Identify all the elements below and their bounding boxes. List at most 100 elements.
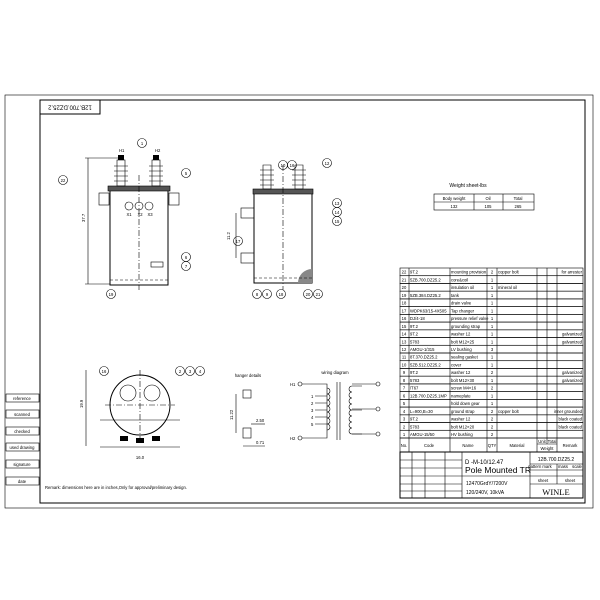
tap-label: 4 [311, 415, 314, 420]
hanger-dim-b: 2.50 [256, 418, 265, 423]
cell-name: bolt M12×30 [451, 378, 475, 383]
cell-code: AMGU-15/50 [410, 432, 435, 437]
col-header-material: Material [510, 443, 525, 448]
cell-code: 5783 [410, 339, 420, 344]
side-labels: reference scanned checked used drawing s… [5, 393, 40, 486]
cell-no: 6 [403, 393, 406, 398]
depth-dimension: 19.9 [79, 399, 84, 408]
cell-material: copper bolt [498, 409, 520, 414]
cell-qty: 1 [491, 293, 494, 298]
hanger-dimension: 11.2 [226, 231, 231, 240]
wiring-h1: H1 [290, 382, 296, 387]
cell-name: tank [451, 293, 460, 298]
drain-valve-icon [298, 269, 312, 283]
cell-name: drain valve [451, 301, 472, 306]
col-header-no: No. [401, 443, 408, 448]
cell-code: DJ/4-18 [410, 316, 425, 321]
hanger-icon [240, 207, 255, 219]
cell-code: 12B.700.DZ25.1MP [410, 393, 447, 398]
cell-name: Tap changer [451, 308, 475, 313]
company-name: WINLE [542, 487, 569, 497]
col-header-weight: Weight [541, 446, 555, 451]
cell-code: 5783 [410, 378, 420, 383]
hanger-icon [240, 252, 255, 264]
cell-code: 5ZB.512.DZ25.2 [410, 362, 441, 367]
h2-label: H2 [155, 148, 161, 153]
cell-remark: galvanized [562, 339, 583, 344]
cell-remark: galvanized [562, 370, 583, 375]
cell-name: insulation oil [451, 285, 474, 290]
balloon: 8 [256, 292, 259, 297]
title-block: D -M-10/12.47 Pole Mounted TR 12470GrdY/… [399, 451, 584, 499]
cell-qty: 2 [491, 386, 494, 391]
cell-no: 20 [402, 285, 407, 290]
cell-name: cover [451, 362, 462, 367]
x2-label: X2 [137, 212, 143, 217]
cell-code: L=900,B=30 [410, 409, 433, 414]
hanger-details-title: hanger details [235, 373, 261, 378]
cell-no: 18 [402, 301, 407, 306]
cell-name: washer 12 [451, 332, 471, 337]
sheet-label: sheet [538, 478, 549, 483]
h1-label: H1 [119, 148, 125, 153]
cell-name: nameplate [451, 393, 471, 398]
wiring-h2: H2 [290, 436, 296, 441]
cell-qty: 1 [491, 308, 494, 313]
cell-no: 16 [402, 316, 407, 321]
cell-qty: 1 [491, 362, 494, 367]
balloon: 9 [266, 292, 269, 297]
cell-no: 5 [403, 401, 406, 406]
cell-name: bolt M12×25 [451, 339, 475, 344]
weight-title: Weight sheet-lbs [449, 183, 487, 189]
mass-label: mass [558, 464, 568, 469]
cell-no: 7 [403, 386, 406, 391]
cell-no: 15 [402, 324, 407, 329]
balloon: 21 [316, 292, 321, 297]
height-dimension: 37.7 [81, 213, 86, 222]
cell-qty: 1 [491, 324, 494, 329]
hv-bushing-icon [114, 155, 128, 187]
inner-frame [39, 99, 586, 504]
cell-code: /T67 [410, 386, 419, 391]
drawing-number-box: 12B.700.DZ25.2 [39, 99, 101, 115]
cell-qty: 2 [491, 409, 494, 414]
cell-remark: galvanized [562, 332, 583, 337]
cell-material: copper bolt [498, 270, 520, 275]
remark-note: Remark: dimensions here are in inches,On… [45, 485, 187, 490]
side-label: reference [13, 396, 31, 401]
cell-name: washer 12 [451, 417, 471, 422]
tank-body [109, 189, 169, 286]
col-header-name: Name [462, 443, 474, 448]
cell-code: 5ZB.700.DZ25.2 [410, 277, 441, 282]
cell-no: 14 [402, 332, 407, 337]
hanger-details: hanger details 11.22 2.50 0.71 [229, 373, 265, 447]
cell-qty: 1 [491, 378, 494, 383]
cell-name: screw M4×16 [451, 386, 477, 391]
cell-no: 11 [402, 355, 407, 360]
body-weight-value: 132 [451, 204, 459, 209]
weight-header: Total [514, 196, 523, 201]
cell-qty: 1 [491, 301, 494, 306]
cell-name: core&coil [451, 277, 468, 282]
cell-material: mineral oil [498, 285, 517, 290]
cell-code: 8T.370.DZ25.2 [410, 355, 438, 360]
cell-remark: black coated [558, 417, 582, 422]
cell-no: 4 [403, 409, 406, 414]
weight-table: Weight sheet-lbs Body weight Oil Total 1… [433, 183, 535, 211]
hanger-dim-a: 11.22 [229, 409, 234, 420]
nameplate-icon [150, 261, 164, 268]
balloon: 12 [325, 161, 330, 166]
side-label: used drawing [10, 445, 36, 450]
cell-name: grounding strap [451, 324, 481, 329]
